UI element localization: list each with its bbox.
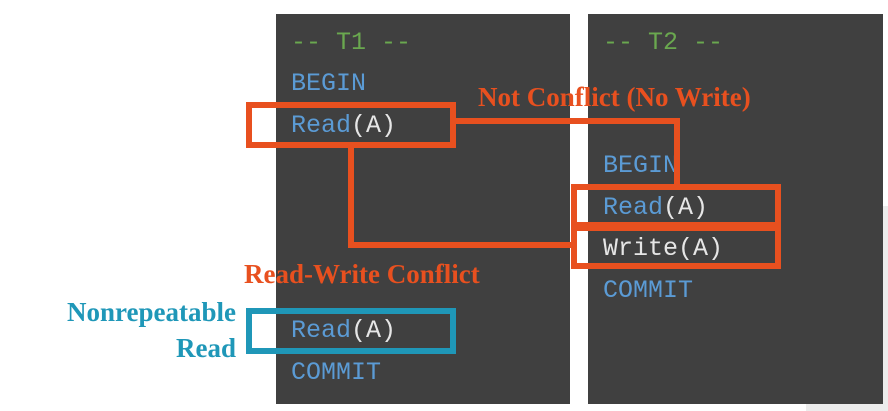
rw-conflict-label: Read-Write Conflict bbox=[244, 259, 480, 289]
t2-read: Read(A) bbox=[603, 193, 708, 223]
t1-read-second-box bbox=[246, 308, 456, 354]
t2-read-arg: (A) bbox=[663, 193, 709, 222]
t1-read-second-keyword: Read bbox=[291, 316, 352, 345]
rw-conflict-connector-horizontal bbox=[348, 242, 573, 248]
t1-panel bbox=[276, 14, 570, 404]
no-conflict-connector-vertical bbox=[674, 118, 680, 186]
nonrepeatable-label-line1: Nonrepeatable bbox=[67, 297, 236, 327]
t1-read-second: Read(A) bbox=[291, 316, 396, 346]
t2-begin: BEGIN bbox=[603, 151, 679, 180]
t2-header: -- T2 -- bbox=[603, 28, 724, 57]
t1-read-first-box bbox=[246, 102, 456, 148]
t2-commit: COMMIT bbox=[603, 276, 694, 305]
t1-read-first-keyword: Read bbox=[291, 111, 352, 140]
t2-write: Write(A) bbox=[603, 234, 724, 263]
rw-conflict-connector-vertical bbox=[348, 146, 354, 248]
t1-read-first-arg: (A) bbox=[351, 111, 397, 140]
not-conflict-label: Not Conflict (No Write) bbox=[478, 82, 751, 112]
t1-read-second-arg: (A) bbox=[351, 316, 397, 345]
t1-commit: COMMIT bbox=[291, 358, 382, 387]
t1-read-first: Read(A) bbox=[291, 111, 396, 141]
t2-write-box bbox=[571, 225, 781, 269]
nonrepeatable-read-label: Nonrepeatable Read bbox=[18, 294, 236, 366]
t2-read-keyword: Read bbox=[603, 193, 664, 222]
t1-begin: BEGIN bbox=[291, 69, 367, 98]
t2-read-box bbox=[571, 184, 781, 228]
t2-panel bbox=[588, 14, 883, 404]
t1-header: -- T1 -- bbox=[291, 28, 412, 57]
no-conflict-connector-horizontal bbox=[456, 118, 680, 124]
nonrepeatable-label-line2: Read bbox=[176, 333, 236, 363]
